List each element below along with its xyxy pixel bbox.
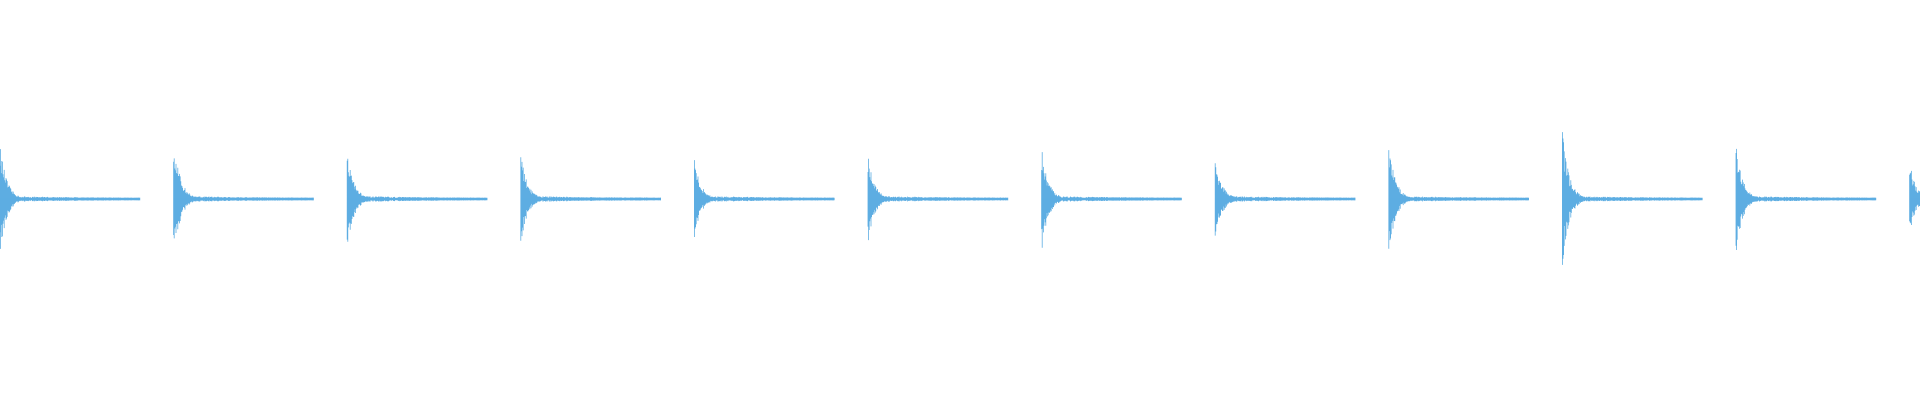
beat-transient-3 <box>346 158 488 242</box>
beat-transient-4 <box>520 157 661 241</box>
beat-transient-9 <box>1388 150 1529 249</box>
transient-shape <box>346 158 488 242</box>
transient-shape <box>1909 170 1920 225</box>
beat-transient-6 <box>867 158 1009 241</box>
beat-transient-2 <box>173 158 314 239</box>
transient-shape <box>1041 152 1182 248</box>
beat-transient-11 <box>1735 148 1877 250</box>
beat-transient-8 <box>1214 163 1356 236</box>
beat-transient-1 <box>0 149 141 249</box>
beat-transient-10 <box>1562 132 1703 265</box>
beat-transient-12 <box>1909 170 1920 225</box>
beat-transient-5 <box>694 160 835 237</box>
beat-transient-7 <box>1041 152 1182 248</box>
